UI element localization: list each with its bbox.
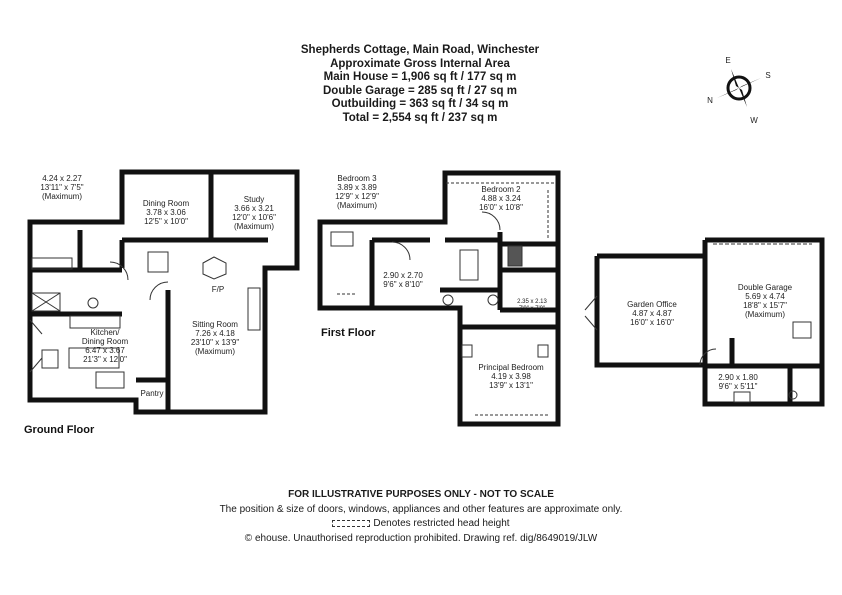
room-label: 16'0" x 10'8" [479, 203, 523, 212]
room-label: 13'9" x 13'1" [489, 381, 533, 390]
copyright: © ehouse. Unauthorised reproduction proh… [244, 532, 598, 544]
area-subtitle: Approximate Gross Internal Area [330, 57, 510, 70]
first-floor-plan [317, 170, 561, 427]
room-label: 12'0" x 10'6" [232, 213, 276, 222]
room-label: 2.35 x 2.13 [517, 299, 547, 305]
room-label: Double Garage [738, 283, 793, 292]
room-label: 23'10" x 13'9" [191, 338, 239, 347]
main-house-area: Main House = 1,906 sq ft / 177 sq m [323, 71, 517, 84]
room-label: 7.26 x 4.18 [195, 329, 235, 338]
dashed-line-icon [332, 519, 371, 527]
outbuilding-area: Outbuilding = 363 sq ft / 34 sq m [331, 98, 509, 111]
restricted-height-key: Denotes restricted head height [170, 517, 672, 532]
total-area: Total = 2,554 sq ft / 237 sq m [342, 111, 498, 124]
room-label: 18'8" x 15'7" [743, 301, 787, 310]
room-label: Dining Room [82, 337, 129, 346]
compass-s: S [765, 71, 770, 80]
room-label: (Maximum) [234, 222, 274, 231]
compass-icon: E S N W [707, 56, 771, 125]
room-label: 13'11" x 7'5" [40, 183, 83, 192]
room-label: 6.47 x 3.67 [85, 346, 125, 355]
room-label: 21'3" x 12'0" [83, 355, 127, 364]
first-floor-fixtures [330, 182, 556, 416]
room-label: 4.19 x 3.98 [491, 372, 531, 381]
room-label: Pantry [140, 389, 163, 398]
room-label: 2.90 x 2.70 [383, 271, 423, 280]
first-floor-title: First Floor [321, 327, 376, 339]
room-label: 3.66 x 3.21 [234, 204, 274, 213]
room-label: Bedroom 3 [337, 174, 377, 183]
room-label: Dining Room [143, 199, 190, 208]
room-label: 9'6" x 5'11" [719, 382, 758, 391]
room-label: Garden Office [627, 300, 677, 309]
room-label: Principal Bedroom [478, 363, 544, 372]
ground-floor-labels: 4.24 x 2.27 13'11" x 7'5" (Maximum) Dini… [40, 174, 276, 398]
room-label: 9'6" x 8'10" [383, 280, 423, 289]
room-label: (Maximum) [42, 192, 82, 201]
plan-header: Shepherds Cottage, Main Road, Winchester… [270, 44, 570, 126]
property-address: Shepherds Cottage, Main Road, Winchester [300, 44, 540, 56]
double-garage-area: Double Garage = 285 sq ft / 27 sq m [323, 84, 517, 97]
room-label: 12'5" x 10'0" [144, 217, 188, 226]
room-label: Kitchen/ [91, 328, 121, 337]
first-floor-labels: Bedroom 3 3.89 x 3.89 12'9" x 12'9" (Max… [335, 174, 547, 390]
restricted-height-text: Denotes restricted head height [373, 518, 510, 529]
room-label: Study [244, 195, 264, 204]
room-label: 2.90 x 1.80 [718, 373, 758, 382]
room-label: 3.89 x 3.89 [337, 183, 377, 192]
room-label: 3.78 x 3.06 [146, 208, 186, 217]
room-label: 4.87 x 4.87 [632, 309, 672, 318]
outbuilding-fixtures [584, 243, 812, 403]
outbuilding-plan [594, 237, 825, 407]
approximation-note: The position & size of doors, windows, a… [219, 503, 623, 515]
room-label: (Maximum) [745, 310, 785, 319]
ground-floor-plan [27, 169, 300, 415]
ground-floor-title: Ground Floor [24, 424, 95, 436]
room-label: Bedroom 2 [481, 185, 521, 194]
compass-n: N [707, 96, 713, 105]
disclaimer: FOR ILLUSTRATIVE PURPOSES ONLY - NOT TO … [288, 489, 554, 500]
room-label: (Maximum) [195, 347, 235, 356]
room-label: Sitting Room [192, 320, 238, 329]
room-label: (Maximum) [337, 201, 377, 210]
room-label: 4.24 x 2.27 [42, 174, 82, 183]
compass-w: W [750, 116, 758, 125]
room-label: 5.69 x 4.74 [745, 292, 785, 301]
ground-floor-fixtures [29, 251, 261, 389]
outbuilding-labels: Garden Office 4.87 x 4.87 16'0" x 16'0" … [627, 283, 793, 391]
room-label: 16'0" x 16'0" [630, 318, 674, 327]
compass-e: E [725, 56, 730, 65]
room-label: 7'9" x 7'0" [519, 306, 545, 312]
room-label: F/P [212, 285, 224, 294]
room-label: 4.88 x 3.24 [481, 194, 521, 203]
room-label: 12'9" x 12'9" [335, 192, 379, 201]
plan-footer: FOR ILLUSTRATIVE PURPOSES ONLY - NOT TO … [170, 488, 672, 546]
